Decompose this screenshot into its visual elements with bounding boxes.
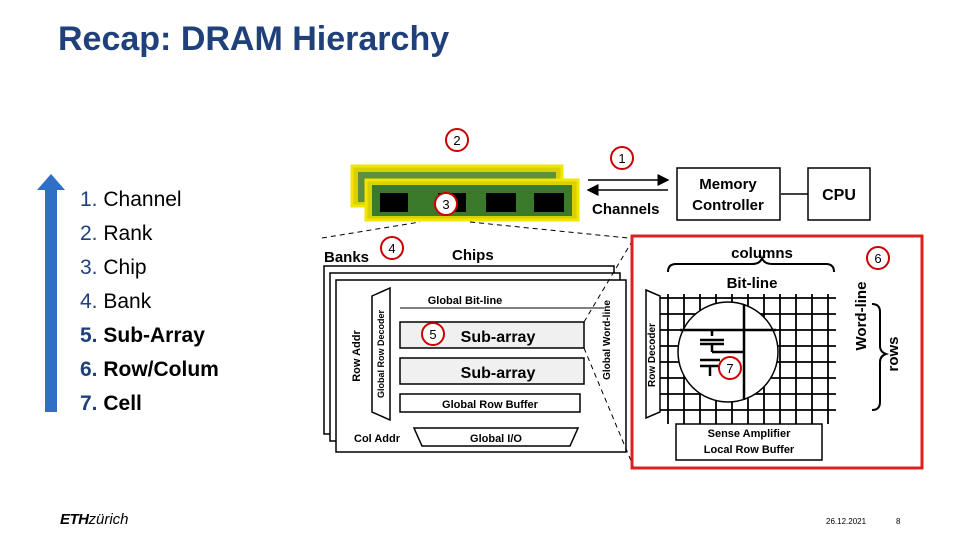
columns-label: columns: [731, 245, 793, 262]
global-io-label: Global I/O: [470, 433, 522, 445]
subarray-box: [399, 357, 585, 385]
local-row-buffer-label: Local Row Buffer: [704, 444, 795, 456]
sense-amplifier-label: Sense Amplifier: [708, 428, 791, 440]
list-item: 7. Cell: [80, 392, 142, 415]
memory-controller-label-1: Memory: [699, 176, 757, 193]
memory-controller-label-2: Controller: [692, 197, 764, 214]
list-item: 5. Sub-Array: [80, 324, 205, 347]
row-addr-label: Row Addr: [351, 330, 363, 382]
dimm-modules: [350, 164, 580, 222]
eth-logo: ETHzürich: [60, 511, 129, 528]
global-row-buffer-box: [399, 393, 581, 413]
svg-text:6: 6: [874, 251, 881, 266]
global-bitline-label: Global Bit-line: [428, 295, 503, 307]
list-item: 6. Row/Colum: [80, 358, 219, 381]
list-item: 1. Channel: [80, 188, 182, 211]
wordline-label: Word-line: [853, 282, 870, 351]
marker-icon: 2: [445, 128, 469, 152]
memory-controller-box: [676, 167, 781, 221]
cpu-box: [807, 167, 871, 221]
marker-icon: 7: [718, 356, 742, 380]
hierarchy-arrow-icon: [37, 174, 65, 412]
col-addr-label: Col Addr: [354, 433, 401, 445]
marker-icon: 4: [380, 236, 404, 260]
global-io-box: [412, 427, 580, 447]
marker-icon: 3: [434, 192, 458, 216]
row-decoder-label: Row Decoder: [647, 323, 658, 387]
chips-label: Chips: [452, 247, 494, 264]
hierarchy-list: 1. Channel 2. Rank 3. Chip 4. Bank 5. Su…: [80, 183, 219, 421]
banks-label: Banks: [324, 249, 369, 266]
svg-text:4: 4: [388, 241, 395, 256]
slide-title: Recap: DRAM Hierarchy: [58, 20, 450, 58]
svg-text:5: 5: [429, 327, 436, 342]
global-row-decoder-label: Global Row Decoder: [376, 309, 386, 398]
bitline-label: Bit-line: [727, 275, 778, 292]
svg-text:7: 7: [726, 361, 733, 376]
global-wordline-label: Global Word-line: [602, 300, 613, 380]
sense-amplifier-box: [675, 423, 823, 461]
svg-text:3: 3: [442, 197, 449, 212]
subarray-zoom-highlight: [630, 234, 924, 470]
cpu-label: CPU: [822, 187, 856, 204]
channels-label: Channels: [592, 201, 660, 218]
marker-icon: 6: [866, 246, 890, 270]
svg-text:2: 2: [453, 133, 460, 148]
marker-icon: 5: [421, 322, 445, 346]
subarray-label-2: Sub-array: [461, 365, 536, 382]
list-item: 2. Rank: [80, 222, 153, 245]
list-item: 3. Chip: [80, 256, 147, 279]
marker-icon: 1: [610, 146, 634, 170]
list-item: 4. Bank: [80, 290, 152, 313]
rows-label: rows: [885, 336, 902, 371]
footer-date: 26.12.2021: [826, 517, 867, 526]
svg-text:1: 1: [618, 151, 625, 166]
global-row-buffer-label: Global Row Buffer: [442, 399, 539, 411]
subarray-label-1: Sub-array: [461, 329, 536, 346]
page-number: 8: [896, 517, 901, 526]
